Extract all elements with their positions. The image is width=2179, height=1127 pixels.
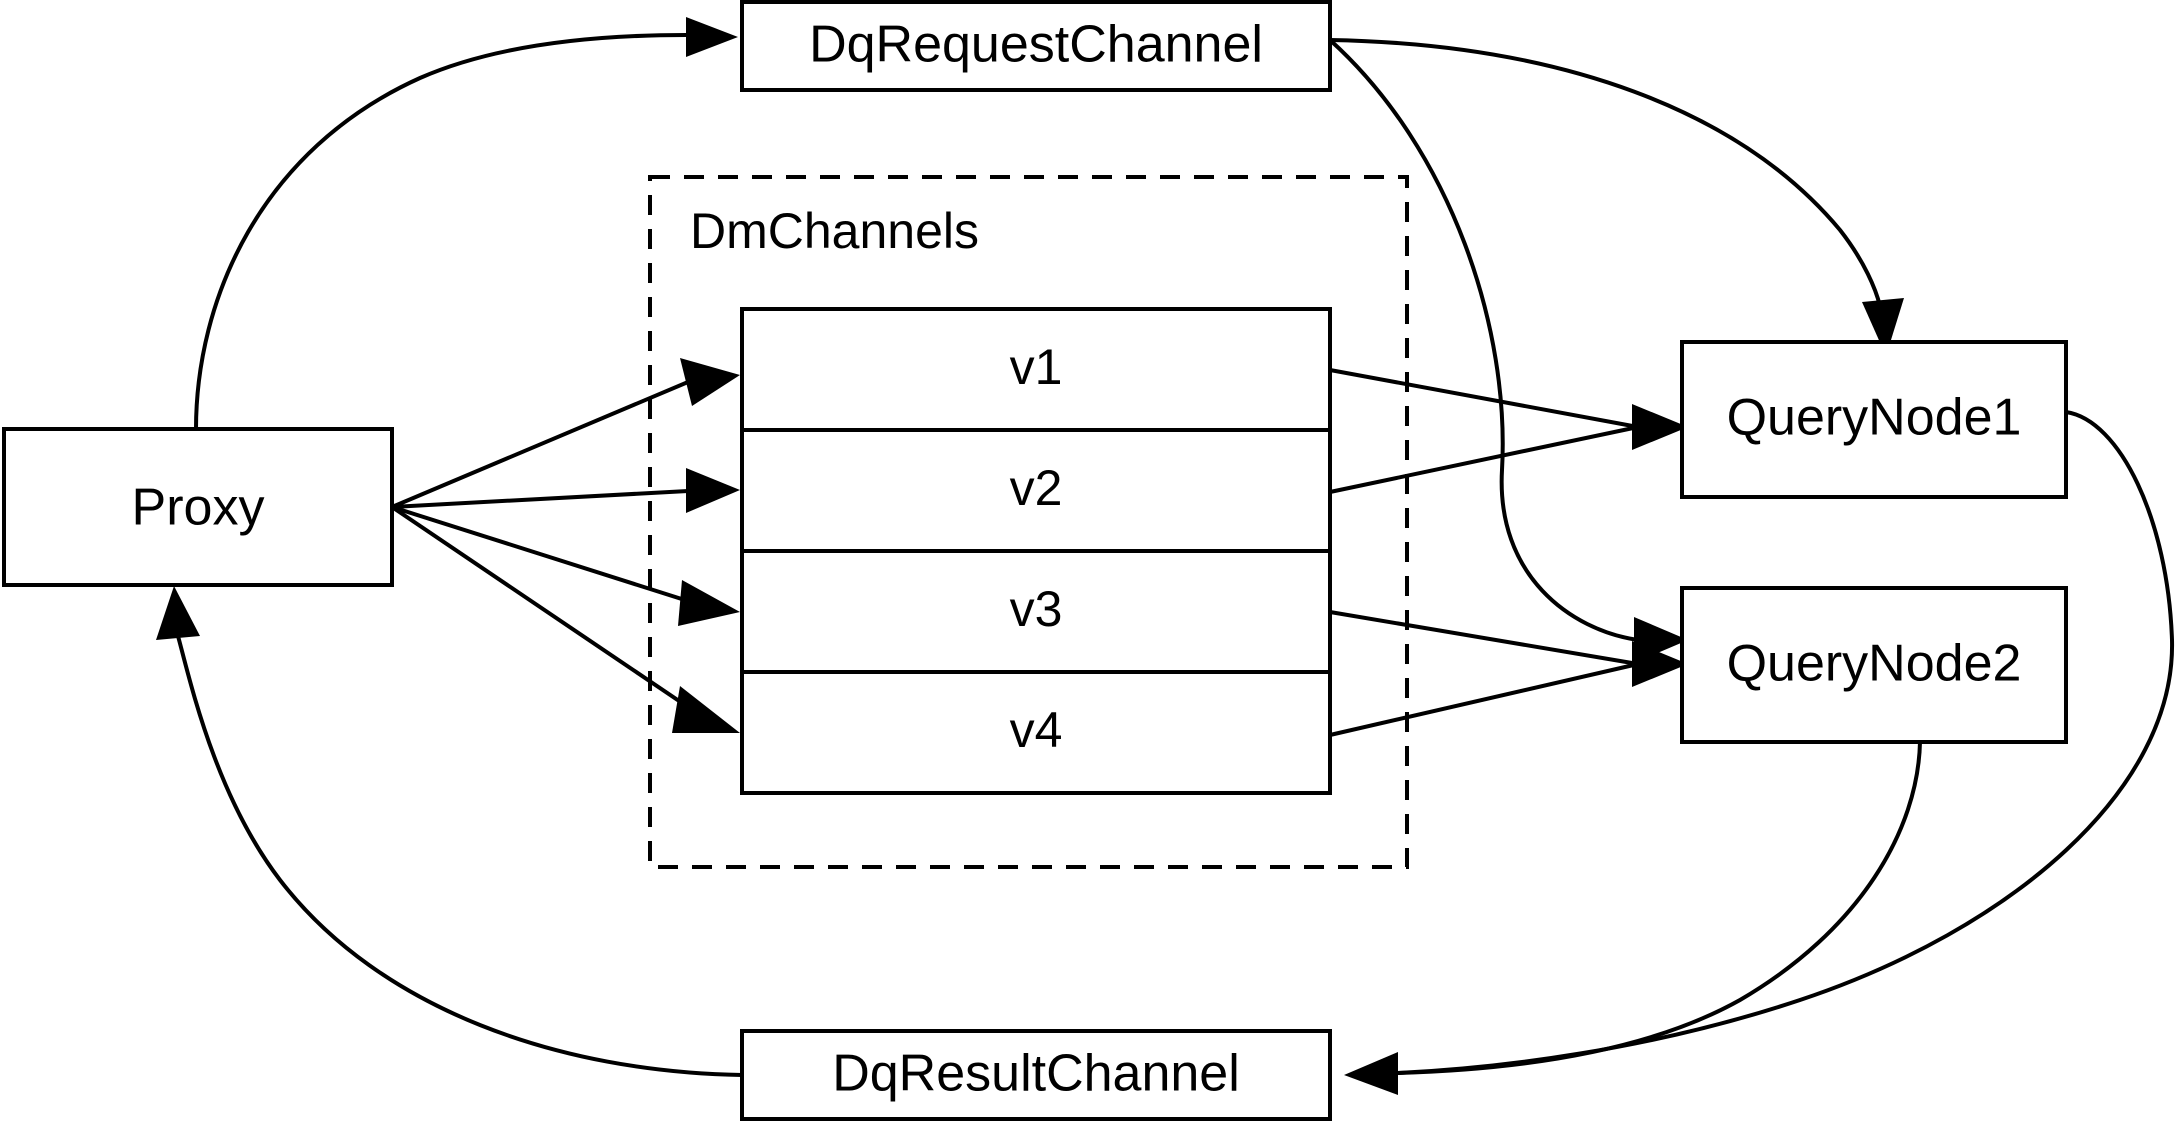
edge-v3-to-querynode2 xyxy=(1329,610,1688,687)
edge-proxy-to-v2 xyxy=(391,468,740,513)
shard-row-v4-label: v4 xyxy=(1010,702,1063,758)
edge-proxy-to-v3 xyxy=(391,505,740,626)
edge-dqrequestchannel-to-querynode2 xyxy=(1328,38,1688,663)
edge-v1-to-querynode1 xyxy=(1329,368,1688,450)
shard-row-v1-label: v1 xyxy=(1010,339,1063,395)
dm-channels-group-label: DmChannels xyxy=(690,203,979,259)
node-dq-result-channel-label: DqResultChannel xyxy=(832,1045,1240,1103)
shard-row-v2-label: v2 xyxy=(1010,460,1063,516)
node-dq-result-channel[interactable] xyxy=(740,1029,1332,1121)
edge-dqrequestchannel-to-querynode1 xyxy=(1329,38,1904,356)
node-dq-request-channel-label: DqRequestChannel xyxy=(809,16,1263,74)
node-query-node-1[interactable] xyxy=(1680,340,2068,499)
node-query-node-1-label: QueryNode1 xyxy=(1727,389,2022,447)
node-proxy-label: Proxy xyxy=(132,479,265,537)
edge-proxy-to-dqrequestchannel xyxy=(194,17,738,430)
edge-querynode2-to-dqresultchannel xyxy=(1397,741,1922,1075)
node-proxy[interactable] xyxy=(2,427,394,587)
dm-channels-group xyxy=(648,175,1409,869)
node-dq-request-channel[interactable] xyxy=(740,0,1332,92)
dm-channels-shard-table xyxy=(740,307,1332,795)
edge-proxy-to-v4 xyxy=(390,505,740,733)
edge-proxy-to-v1 xyxy=(391,358,740,509)
edge-dqresultchannel-to-proxy xyxy=(156,586,743,1077)
shard-row-v3-label: v3 xyxy=(1010,581,1063,637)
node-query-node-2[interactable] xyxy=(1680,586,2068,744)
edge-v4-to-querynode2 xyxy=(1329,662,1639,737)
edge-v2-to-querynode1 xyxy=(1329,425,1639,494)
edge-querynode1-to-dqresultchannel xyxy=(1344,410,2175,1095)
node-query-node-2-label: QueryNode2 xyxy=(1727,635,2022,693)
